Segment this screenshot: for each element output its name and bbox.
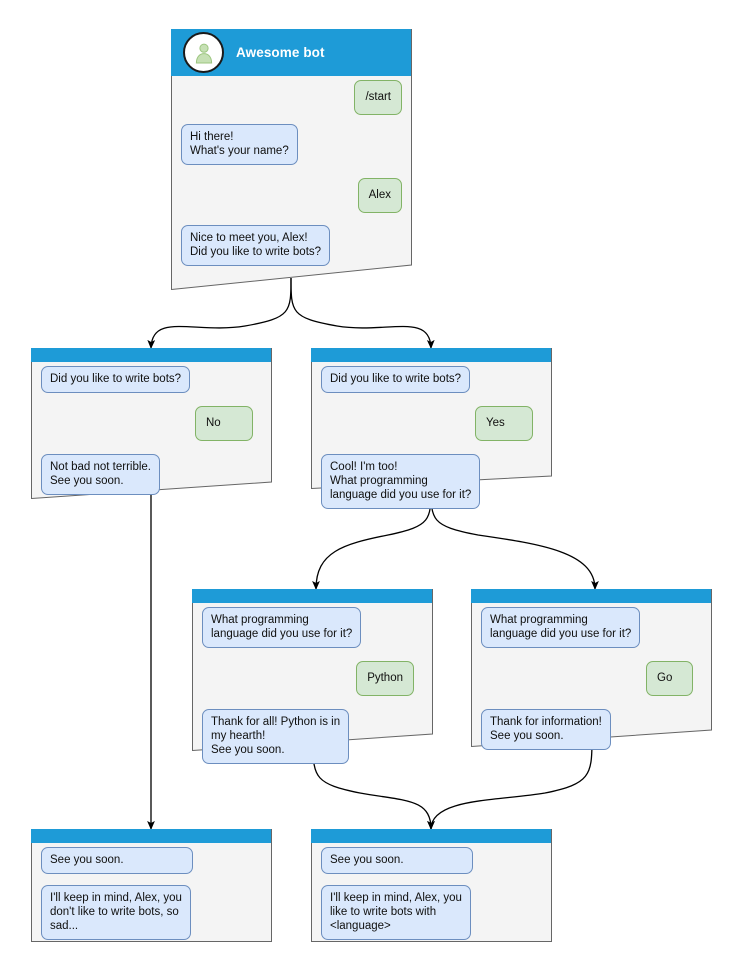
bot-message-bubble: See you soon. bbox=[321, 847, 473, 874]
message-list-language-go: What programming language did you use fo… bbox=[471, 607, 712, 759]
bot-message-bubble: Nice to meet you, Alex! Did you like to … bbox=[181, 225, 331, 266]
message-row: Go bbox=[481, 661, 702, 696]
node-header-farewell-sad bbox=[31, 829, 271, 843]
bot-message-bubble: I'll keep in mind, Alex, you like to wri… bbox=[321, 885, 471, 940]
user-message-bubble: Alex bbox=[357, 178, 402, 213]
message-row: Nice to meet you, Alex! Did you like to … bbox=[181, 225, 402, 266]
node-header-language-python bbox=[192, 589, 432, 603]
user-message-bubble: /start bbox=[354, 80, 402, 115]
node-header-language-go bbox=[471, 589, 711, 603]
message-row: What programming language did you use fo… bbox=[202, 607, 423, 648]
bot-title: Awesome bot bbox=[236, 45, 325, 60]
node-header-answer-yes bbox=[311, 348, 551, 362]
bot-message-bubble: What programming language did you use fo… bbox=[202, 607, 362, 648]
message-row: Did you like to write bots? bbox=[321, 366, 542, 393]
node-header-farewell-happy bbox=[311, 829, 551, 843]
bot-message-bubble: Did you like to write bots? bbox=[41, 366, 191, 393]
chat-node-root[interactable]: Awesome bot /start Hi there! What's your… bbox=[171, 29, 412, 290]
message-row: /start bbox=[181, 80, 402, 115]
chat-node-farewell-happy[interactable]: See you soon. I'll keep in mind, Alex, y… bbox=[311, 829, 552, 942]
message-row: Thank for all! Python is in my hearth! S… bbox=[202, 709, 423, 764]
bot-message-bubble: See you soon. bbox=[41, 847, 193, 874]
bot-message-bubble: Did you like to write bots? bbox=[321, 366, 471, 393]
node-header-answer-no bbox=[31, 348, 271, 362]
chat-node-answer-yes[interactable]: Did you like to write bots? Yes Cool! I'… bbox=[311, 348, 552, 509]
message-row: Yes bbox=[321, 406, 542, 441]
message-row: What programming language did you use fo… bbox=[481, 607, 702, 648]
message-row: No bbox=[41, 406, 262, 441]
bot-message-bubble: Thank for all! Python is in my hearth! S… bbox=[202, 709, 350, 764]
message-row: I'll keep in mind, Alex, you don't like … bbox=[41, 885, 262, 940]
user-message-bubble: Yes bbox=[475, 406, 533, 441]
message-row: I'll keep in mind, Alex, you like to wri… bbox=[321, 885, 542, 940]
node-header-root: Awesome bot bbox=[171, 29, 411, 76]
chat-node-farewell-sad[interactable]: See you soon. I'll keep in mind, Alex, y… bbox=[31, 829, 272, 942]
bot-message-bubble: I'll keep in mind, Alex, you don't like … bbox=[41, 885, 191, 940]
message-row: Not bad not terrible. See you soon. bbox=[41, 454, 262, 495]
chat-node-language-python[interactable]: What programming language did you use fo… bbox=[192, 589, 433, 764]
user-message-bubble: No bbox=[195, 406, 253, 441]
message-list-farewell-sad: See you soon. I'll keep in mind, Alex, y… bbox=[31, 847, 272, 949]
message-list-answer-no: Did you like to write bots? No Not bad n… bbox=[31, 366, 272, 504]
person-avatar-icon bbox=[183, 32, 224, 73]
message-row: Did you like to write bots? bbox=[41, 366, 262, 393]
bot-message-bubble: What programming language did you use fo… bbox=[481, 607, 641, 648]
bot-message-bubble: Hi there! What's your name? bbox=[181, 124, 298, 165]
chat-node-language-go[interactable]: What programming language did you use fo… bbox=[471, 589, 712, 750]
user-message-bubble: Go bbox=[646, 661, 693, 696]
message-list-root: /start Hi there! What's your name? Alex … bbox=[171, 80, 412, 275]
message-row: See you soon. bbox=[321, 847, 542, 874]
message-list-language-python: What programming language did you use fo… bbox=[192, 607, 433, 773]
message-row: Hi there! What's your name? bbox=[181, 124, 402, 165]
message-row: Alex bbox=[181, 178, 402, 213]
message-list-answer-yes: Did you like to write bots? Yes Cool! I'… bbox=[311, 366, 552, 518]
bot-message-bubble: Thank for information! See you soon. bbox=[481, 709, 611, 750]
message-row: Python bbox=[202, 661, 423, 696]
bot-message-bubble: Cool! I'm too! What programming language… bbox=[321, 454, 481, 509]
chat-node-answer-no[interactable]: Did you like to write bots? No Not bad n… bbox=[31, 348, 272, 499]
bot-message-bubble: Not bad not terrible. See you soon. bbox=[41, 454, 161, 495]
user-message-bubble: Python bbox=[356, 661, 414, 696]
message-list-farewell-happy: See you soon. I'll keep in mind, Alex, y… bbox=[311, 847, 552, 949]
message-row: Thank for information! See you soon. bbox=[481, 709, 702, 750]
message-row: Cool! I'm too! What programming language… bbox=[321, 454, 542, 509]
message-row: See you soon. bbox=[41, 847, 262, 874]
